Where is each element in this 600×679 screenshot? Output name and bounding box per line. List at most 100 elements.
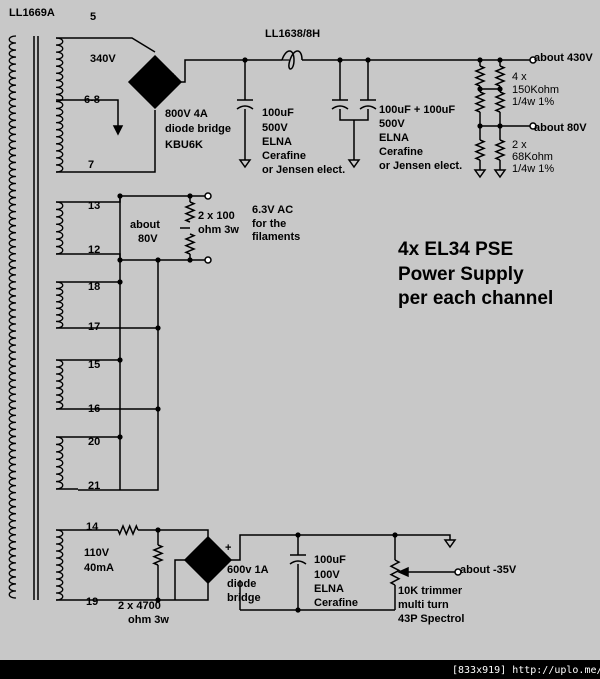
junction-dot — [155, 257, 161, 263]
secondary-coil-3 — [55, 281, 64, 329]
cap2a-plate-bottom — [331, 105, 349, 110]
secondary-coil-2 — [55, 201, 64, 255]
fil-bus-right — [78, 260, 159, 491]
bias-res-line2: ohm 3w — [128, 614, 169, 626]
cap2-line2: 500V — [379, 118, 405, 130]
cap3-line2: 100V — [314, 569, 340, 581]
bias-res-line1: 2 x 4700 — [118, 600, 161, 612]
fil-ac-line2: for the — [252, 218, 286, 230]
cap1-line1: 100uF — [262, 107, 294, 119]
arrow-ground — [112, 125, 124, 136]
cap3-line1: 100uF — [314, 554, 346, 566]
choke-inductor — [281, 50, 303, 70]
fil-res-line1: 2 x 100 — [198, 210, 235, 222]
primary-coil — [8, 35, 17, 599]
tap-label-13: 13 — [88, 200, 100, 212]
cap3-plate-bottom — [289, 560, 307, 565]
trimmer-wiper — [397, 566, 409, 578]
output-about-80v: about 80V — [534, 122, 587, 134]
junction-dot — [365, 57, 371, 63]
junction-dot — [155, 597, 161, 603]
cap2-line3: ELNA — [379, 132, 409, 144]
bias-bottom — [78, 583, 209, 601]
trimmer-line3: 43P Spectrol — [398, 613, 464, 625]
tap-label-5: 5 — [90, 11, 96, 23]
r-bias-series — [117, 524, 139, 536]
hv-lead-bottom — [78, 110, 156, 173]
junction-dot — [155, 527, 161, 533]
bias-winding-current: 40mA — [84, 562, 114, 574]
title-line1: 4x EL34 PSE — [398, 239, 513, 260]
title-line2: Power Supply — [398, 264, 524, 285]
r-div-4 — [494, 91, 506, 113]
bridge-plus-sign: + — [170, 71, 176, 83]
title-line3: per each channel — [398, 288, 553, 309]
junction-dot — [117, 193, 123, 199]
trimmer-line1: 10K trimmer — [398, 585, 463, 597]
r-div-2 — [474, 91, 486, 113]
res-bottom-line1: 2 x — [512, 139, 527, 151]
ground-symbol — [443, 539, 457, 549]
r-fil-1 — [184, 201, 196, 223]
junction-dot — [187, 257, 193, 263]
watermark-bar — [0, 660, 600, 679]
junction-dot — [497, 57, 503, 63]
bridge2-line3: bridge — [227, 592, 261, 604]
bridge2-line2: diode — [227, 578, 256, 590]
cap1-line2: 500V — [262, 122, 288, 134]
junction-dot — [392, 532, 398, 538]
res-top-line1: 4 x — [512, 71, 527, 83]
cap1-line5: or Jensen elect. — [262, 164, 345, 176]
cap1-line4: Cerafine — [262, 150, 306, 162]
tap-label-7: 7 — [88, 159, 94, 171]
terminal — [454, 568, 462, 576]
cap2-line1: 100uF + 100uF — [379, 104, 455, 116]
output-about-430v: about 430V — [534, 52, 593, 64]
fil-ac-line1: 6.3V AC — [252, 204, 293, 216]
about-80v-line2: 80V — [138, 233, 158, 245]
bridge1-spec-line1: 800V 4A — [165, 108, 208, 120]
secondary-coil-1 — [55, 37, 64, 173]
junction-dot — [117, 279, 123, 285]
bridge2-line1: 600v 1A — [227, 564, 269, 576]
r-div-6 — [494, 139, 506, 161]
junction-dots — [117, 57, 503, 613]
about-80v-line1: about — [130, 219, 160, 231]
ground-symbol — [238, 159, 252, 169]
secondary-coil-4 — [55, 359, 64, 410]
r-div-1 — [474, 65, 486, 87]
junction-dot — [155, 325, 161, 331]
tap-label-12: 12 — [88, 244, 100, 256]
bridge1-spec-line2: diode bridge — [165, 123, 231, 135]
watermark-text: [833x919] http://uplo.me/ — [452, 665, 600, 676]
fil-ac-line3: filaments — [252, 231, 300, 243]
junction-dot — [155, 406, 161, 412]
terminal — [204, 256, 212, 264]
diode-bridge-hv — [127, 54, 183, 110]
junction-dot — [497, 123, 503, 129]
r-fil-2 — [184, 233, 196, 255]
tap-label-18: 18 — [88, 281, 100, 293]
r-trimmer — [389, 559, 401, 586]
bridge1-spec-line3: KBU6K — [165, 139, 203, 151]
res-bottom-line3: 1/4w 1% — [512, 163, 554, 175]
junction-dot — [117, 434, 123, 440]
tap-label-16: 16 — [88, 403, 100, 415]
output-about-minus35v: about -35V — [460, 564, 517, 576]
winding-voltage-340v: 340V — [90, 53, 116, 65]
bridge2-plus-sign: + — [225, 542, 231, 554]
cap2-line4: Cerafine — [379, 146, 423, 158]
junction-dot — [295, 607, 301, 613]
hv-lead-top — [78, 37, 156, 53]
junction-dot — [477, 57, 483, 63]
tap-label-20: 20 — [88, 436, 100, 448]
res-top-line3: 1/4w 1% — [512, 96, 554, 108]
cap1-line3: ELNA — [262, 136, 292, 148]
ground-symbol — [473, 169, 487, 179]
hv-centertap — [78, 99, 119, 130]
tap-label-14: 14 — [86, 521, 99, 533]
bias-rail — [231, 534, 451, 561]
junction-dot — [497, 86, 503, 92]
